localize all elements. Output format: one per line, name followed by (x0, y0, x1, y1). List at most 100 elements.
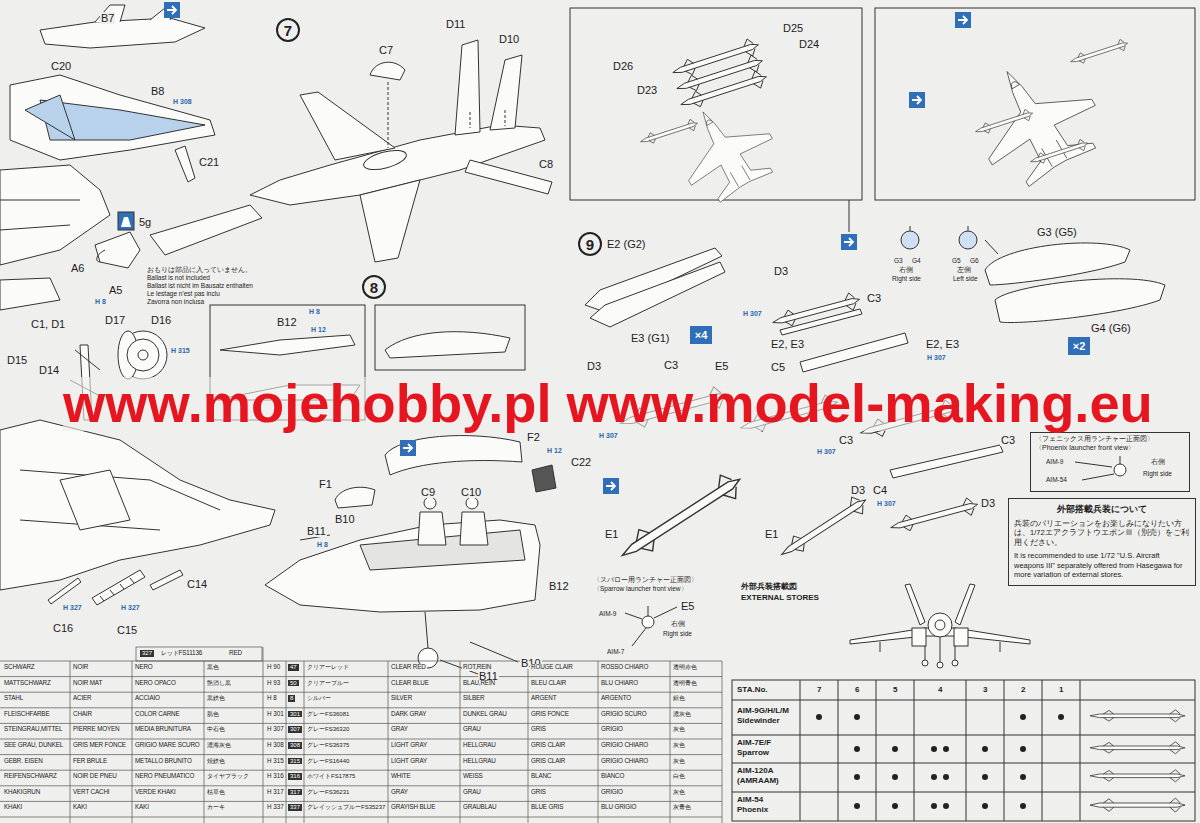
table-cell: DARK GRAY (390, 711, 427, 718)
paint-code: H 307 (926, 354, 947, 362)
note-text: 右側 (670, 620, 686, 627)
table-cell: GRIGIO (600, 726, 624, 733)
table-cell: 黒鉄色 (206, 695, 226, 702)
table-cell: タイヤブラック (206, 773, 250, 780)
table-cell: 灰色 (672, 758, 686, 765)
table-cell: CLEAR RED (390, 664, 427, 671)
stores-table-text: 7 (816, 686, 822, 695)
table-cell: GRIGIO MARE SCURO (134, 742, 201, 749)
stores-table-text: 4 (937, 686, 943, 695)
box-heading: 〈フェニックス用ランチャー正面図〉 (1035, 435, 1154, 444)
part-number: A6 (70, 262, 85, 274)
table-cell: 黒色 (206, 664, 220, 671)
paint-chip: 315 (288, 758, 302, 765)
part-number: B12 (548, 580, 570, 592)
table-cell: ARGENT (530, 695, 557, 702)
table-cell: グレイッシュブルーFS35237 (306, 804, 386, 811)
table-cell: SEE GRAU, DUNKEL (3, 742, 64, 749)
quantity-badge: ×4 (690, 326, 712, 344)
note-text: AIM-9 (1045, 458, 1064, 465)
table-cell: VERDE KHAKI (134, 789, 177, 796)
note-text: Left side (952, 275, 979, 282)
paint-chip: 316 (288, 773, 302, 780)
table-cell: NERO PNEUMATICO (134, 773, 195, 780)
table-cell: NERO (134, 664, 154, 671)
stores-table-text: AIM-120A (736, 767, 774, 776)
part-number: B7 (100, 12, 115, 24)
note-text: 〈スパロー用ランチャー正面図〉 (592, 576, 699, 583)
note-text: G6 (969, 257, 980, 264)
part-number: C15 (116, 624, 138, 636)
paint-chip: 8 (288, 695, 295, 702)
part-number: F2 (526, 431, 541, 443)
table-cell: 灰色 (672, 726, 686, 733)
table-cell: WHITE (390, 773, 412, 780)
table-cell: DUNKEL GRAU (462, 711, 508, 718)
table-cell: LIGHT GRAY (390, 742, 428, 749)
quantity-text: ×4 (695, 330, 708, 341)
box-heading: 〈Phoenix launcher front view〉 (1035, 444, 1135, 453)
paint-code: H 315 (266, 758, 285, 765)
table-cell: VERT CACHI (72, 789, 110, 796)
part-number: A5 (108, 284, 123, 296)
table-cell: ARGENTO (600, 695, 632, 702)
table-cell: グレーFS36231 (306, 789, 350, 796)
stores-table-text: 外部兵装搭載図 (740, 583, 798, 592)
part-number: C9 (420, 486, 436, 498)
stores-table-text: (AMRAAM) (736, 777, 780, 786)
part-number: C22 (570, 456, 592, 468)
quantity-text: ×2 (1073, 341, 1086, 352)
table-cell: WEISS (462, 773, 484, 780)
paint-chip: 327 (140, 650, 154, 657)
table-cell: SILBER (462, 695, 486, 702)
table-cell: ROT,REIN (462, 664, 492, 671)
part-number: C21 (198, 156, 220, 168)
part-number: D11 (445, 18, 466, 30)
part-number: E2, E3 (925, 338, 960, 350)
table-cell: 焼鉄色 (206, 758, 226, 765)
table-cell: 銀色 (672, 695, 686, 702)
part-number: C8 (538, 158, 554, 170)
table-cell: STAHL (3, 695, 24, 702)
table-cell: クリアーレッド (306, 664, 350, 671)
paint-code: H 301 (266, 711, 285, 718)
part-number: F1 (318, 478, 333, 490)
part-number: E1 (764, 528, 779, 540)
note-text: AIM-9 (598, 610, 617, 617)
step-number: 8 (362, 275, 386, 299)
paint-code: H 307 (598, 432, 619, 440)
part-number: C1, D1 (30, 318, 66, 330)
stores-table-text: EXTERNAL STORES (740, 594, 820, 603)
step-number-text: 7 (284, 23, 292, 38)
table-cell: BLU CHIARO (600, 680, 639, 687)
paint-code: H 12 (310, 326, 327, 334)
table-cell: NOIR DE PNEU (72, 773, 118, 780)
table-cell: レッドFS11136 (160, 650, 203, 657)
stores-table-text: STA.No. (736, 686, 769, 695)
stores-table-text: 3 (982, 686, 988, 695)
table-cell: CHAIR (72, 711, 93, 718)
part-number: B11 (306, 525, 327, 537)
table-cell: SCHWARZ (3, 664, 36, 671)
table-cell: ACCIAIO (134, 695, 161, 702)
paint-code: H 308 (172, 98, 193, 106)
part-number: D25 (782, 22, 804, 34)
part-number: E5 (680, 600, 695, 612)
paint-code: H 307 (816, 448, 837, 456)
part-number: C7 (378, 44, 394, 56)
paint-code: H 8 (316, 541, 329, 549)
paint-chip: 317 (288, 789, 302, 796)
table-cell: 灰色 (672, 742, 686, 749)
note-text: 外部搭載兵装について (1014, 504, 1190, 516)
stores-table-text: Sparrow (736, 749, 770, 758)
paint-code: H 317 (266, 789, 285, 796)
table-cell: 濃海灰色 (206, 742, 232, 749)
table-cell: MATTSCHWARZ (3, 680, 52, 687)
part-number: E5 (714, 360, 729, 372)
part-number: C3 (663, 359, 679, 371)
note-text: G4 (911, 257, 922, 264)
table-cell: グレーFS36375 (306, 742, 350, 749)
part-number: D3 (850, 484, 866, 496)
table-cell: COLOR CARNE (134, 711, 181, 718)
table-cell: LIGHT GRAY (390, 758, 428, 765)
